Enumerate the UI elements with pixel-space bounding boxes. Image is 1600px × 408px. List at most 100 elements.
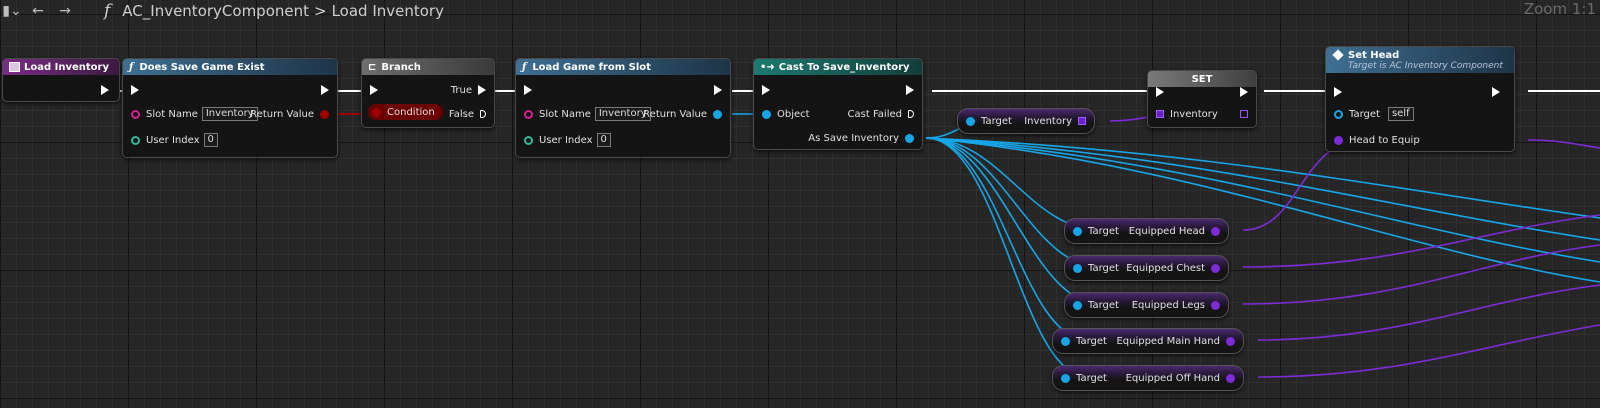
bool-out-pin[interactable] (320, 109, 329, 119)
back-arrow-icon[interactable]: ← (32, 3, 44, 19)
string-pin[interactable] (524, 109, 533, 119)
forward-arrow-icon[interactable]: → (59, 3, 71, 19)
struct-in-pin[interactable] (1334, 135, 1343, 145)
struct-wire (1242, 244, 1600, 305)
bookmark-menu-icon[interactable]: ▮⌄ (2, 3, 22, 19)
node-header: ⊏ Branch (362, 59, 494, 75)
exec-out-pin[interactable] (101, 85, 109, 95)
getter-node-inventory[interactable]: Target Inventory (957, 108, 1095, 134)
event-icon (9, 62, 20, 72)
struct-out-pin[interactable] (1211, 226, 1220, 236)
exec-true-pin[interactable] (478, 85, 486, 95)
int-pin[interactable] (524, 135, 533, 145)
function-icon: ƒ (522, 61, 527, 73)
function-diamond-icon (1332, 49, 1344, 61)
object-in-pin[interactable] (1073, 300, 1082, 310)
getter-node-equipped-main-hand[interactable]: Target Equipped Main Hand (1052, 328, 1244, 354)
struct-wire (1242, 139, 1366, 231)
object-in-pin[interactable] (1061, 336, 1070, 346)
int-pin[interactable] (131, 135, 140, 145)
node-header: ƒ Load Game from Slot (516, 59, 730, 75)
struct-out-pin[interactable] (1078, 117, 1086, 125)
node-header: Load Inventory (3, 59, 119, 75)
pin-label: Target (1076, 372, 1107, 384)
slot-name-input[interactable]: Inventory (594, 107, 651, 121)
pin-label: As Save Inventory (808, 132, 899, 144)
exec-in-pin[interactable] (370, 85, 378, 95)
node-title: Load Game from Slot (532, 61, 651, 73)
getter-node-equipped-off-hand[interactable]: Target Equipped Off Hand (1052, 365, 1244, 391)
function-node-set-head[interactable]: Set Head Target is AC Inventory Componen… (1325, 46, 1515, 152)
exec-in-pin[interactable] (524, 85, 532, 95)
pin-label: Slot Name (539, 108, 591, 120)
exec-out-pin[interactable] (321, 85, 329, 95)
node-title: Branch (381, 61, 421, 73)
struct-in-pin[interactable] (1156, 110, 1164, 118)
breadcrumb-graph[interactable]: Load Inventory (331, 2, 444, 20)
object-wire (925, 137, 1600, 219)
pin-label: Head to Equip (1349, 134, 1420, 146)
string-pin[interactable] (131, 109, 140, 119)
function-node-does-save-game-exist[interactable]: ƒ Does Save Game Exist Slot Name Invento… (122, 58, 338, 158)
exec-out-pin[interactable] (1240, 87, 1248, 97)
user-index-input[interactable]: 0 (203, 133, 218, 147)
pin-label: Equipped Legs (1131, 299, 1205, 311)
getter-node-equipped-legs[interactable]: Target Equipped Legs (1064, 292, 1229, 318)
struct-out-pin[interactable] (1240, 110, 1248, 118)
exec-out-pin[interactable] (906, 85, 914, 95)
exec-cast-failed-pin[interactable] (908, 110, 914, 118)
object-in-pin[interactable] (1073, 226, 1082, 236)
object-in-pin[interactable] (1061, 373, 1070, 383)
exec-in-pin[interactable] (1156, 87, 1164, 97)
object-wire (925, 137, 1600, 283)
node-header: •➜ Cast To Save_Inventory (754, 59, 922, 75)
getter-node-equipped-chest[interactable]: Target Equipped Chest (1064, 255, 1229, 281)
exec-in-pin[interactable] (131, 85, 139, 95)
node-subtitle: Target is AC Inventory Component (1348, 60, 1503, 71)
struct-out-pin[interactable] (1226, 336, 1235, 346)
branch-node[interactable]: ⊏ Branch True Condition False (361, 58, 495, 128)
pin-label: Inventory (1170, 108, 1218, 120)
struct-out-pin[interactable] (1211, 263, 1220, 273)
breadcrumb-separator: > (314, 2, 327, 20)
slot-name-input[interactable]: Inventory (201, 107, 258, 121)
branch-icon: ⊏ (368, 61, 377, 73)
node-title: Does Save Game Exist (139, 61, 265, 73)
struct-out-pin[interactable] (1211, 300, 1220, 310)
exec-in-pin[interactable] (762, 85, 770, 95)
node-title: Set Head (1348, 49, 1400, 61)
pin-label: User Index (539, 134, 593, 146)
object-wire (925, 137, 1600, 241)
pin-label: Slot Name (146, 108, 198, 120)
breadcrumb-blueprint[interactable]: AC_InventoryComponent (122, 2, 309, 20)
target-self-input[interactable]: self (1387, 107, 1414, 121)
object-in-pin[interactable] (1334, 109, 1343, 119)
condition-pin[interactable]: Condition (368, 104, 443, 120)
user-index-input[interactable]: 0 (596, 133, 611, 147)
function-icon: f (104, 1, 111, 21)
bool-in-pin[interactable] (372, 107, 381, 117)
function-node-load-game-from-slot[interactable]: ƒ Load Game from Slot Slot Name Inventor… (515, 58, 731, 158)
breadcrumb: f AC_InventoryComponent > Load Inventory (104, 1, 444, 21)
pin-label: Target (1088, 262, 1119, 274)
exec-false-pin[interactable] (480, 110, 486, 118)
cast-node-save-inventory[interactable]: •➜ Cast To Save_Inventory Object Cast Fa… (753, 58, 923, 150)
set-node-inventory[interactable]: SET Inventory (1147, 70, 1257, 128)
exec-out-pin[interactable] (1492, 87, 1500, 97)
pin-label: True (450, 84, 472, 96)
exec-out-pin[interactable] (714, 85, 722, 95)
object-in-pin[interactable] (966, 116, 975, 126)
pin-label: Target (1088, 225, 1119, 237)
struct-wire (1257, 324, 1600, 378)
event-node-load-inventory[interactable]: Load Inventory (2, 58, 120, 102)
object-in-pin[interactable] (762, 109, 771, 119)
pin-label: Return Value (250, 108, 314, 120)
object-in-pin[interactable] (1073, 263, 1082, 273)
struct-wire (1257, 284, 1600, 341)
exec-in-pin[interactable] (1334, 87, 1342, 97)
object-out-pin[interactable] (905, 133, 914, 143)
pin-label: Equipped Chest (1126, 262, 1205, 274)
getter-node-equipped-head[interactable]: Target Equipped Head (1064, 218, 1229, 244)
object-out-pin[interactable] (713, 109, 722, 119)
struct-out-pin[interactable] (1226, 373, 1235, 383)
